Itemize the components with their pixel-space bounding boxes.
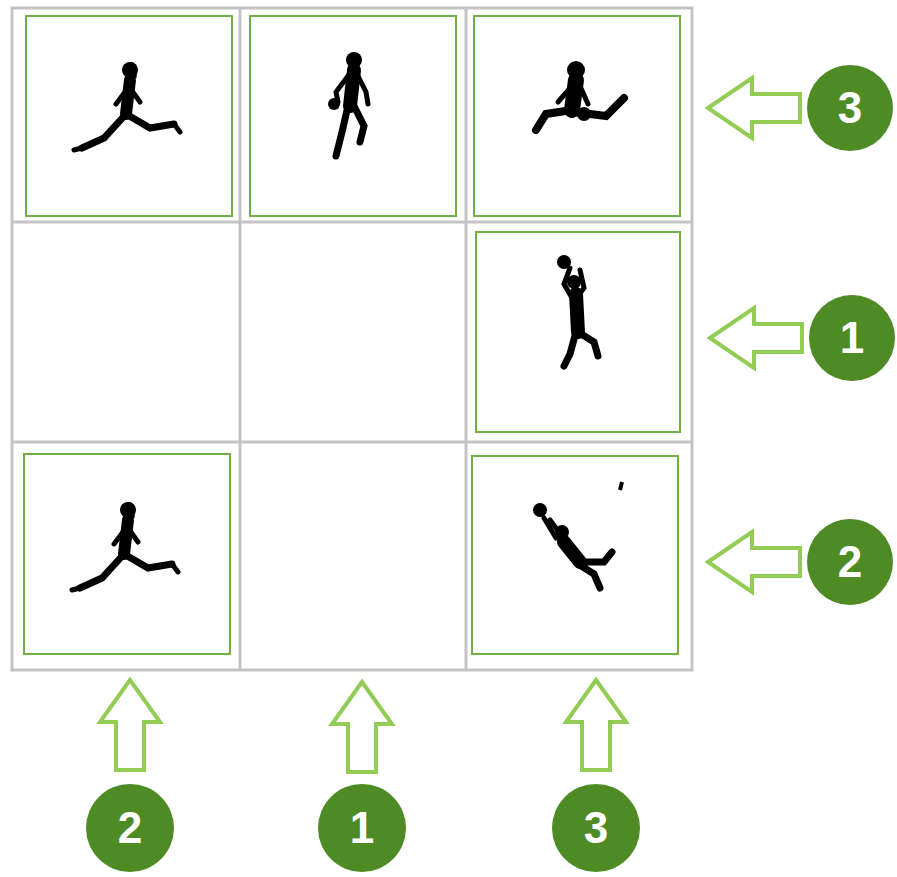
grid-lines (12, 8, 692, 670)
motion-mark (620, 482, 622, 490)
callout-number: 3 (810, 83, 890, 133)
clue-arrows (100, 78, 802, 772)
clue-circles (86, 65, 895, 872)
filled-cells (24, 16, 680, 654)
callout-number: 2 (810, 537, 890, 587)
callout-number: 3 (556, 803, 636, 853)
callout-number: 2 (90, 803, 170, 853)
callout-number: 1 (812, 313, 892, 363)
callout-number: 1 (322, 803, 402, 853)
